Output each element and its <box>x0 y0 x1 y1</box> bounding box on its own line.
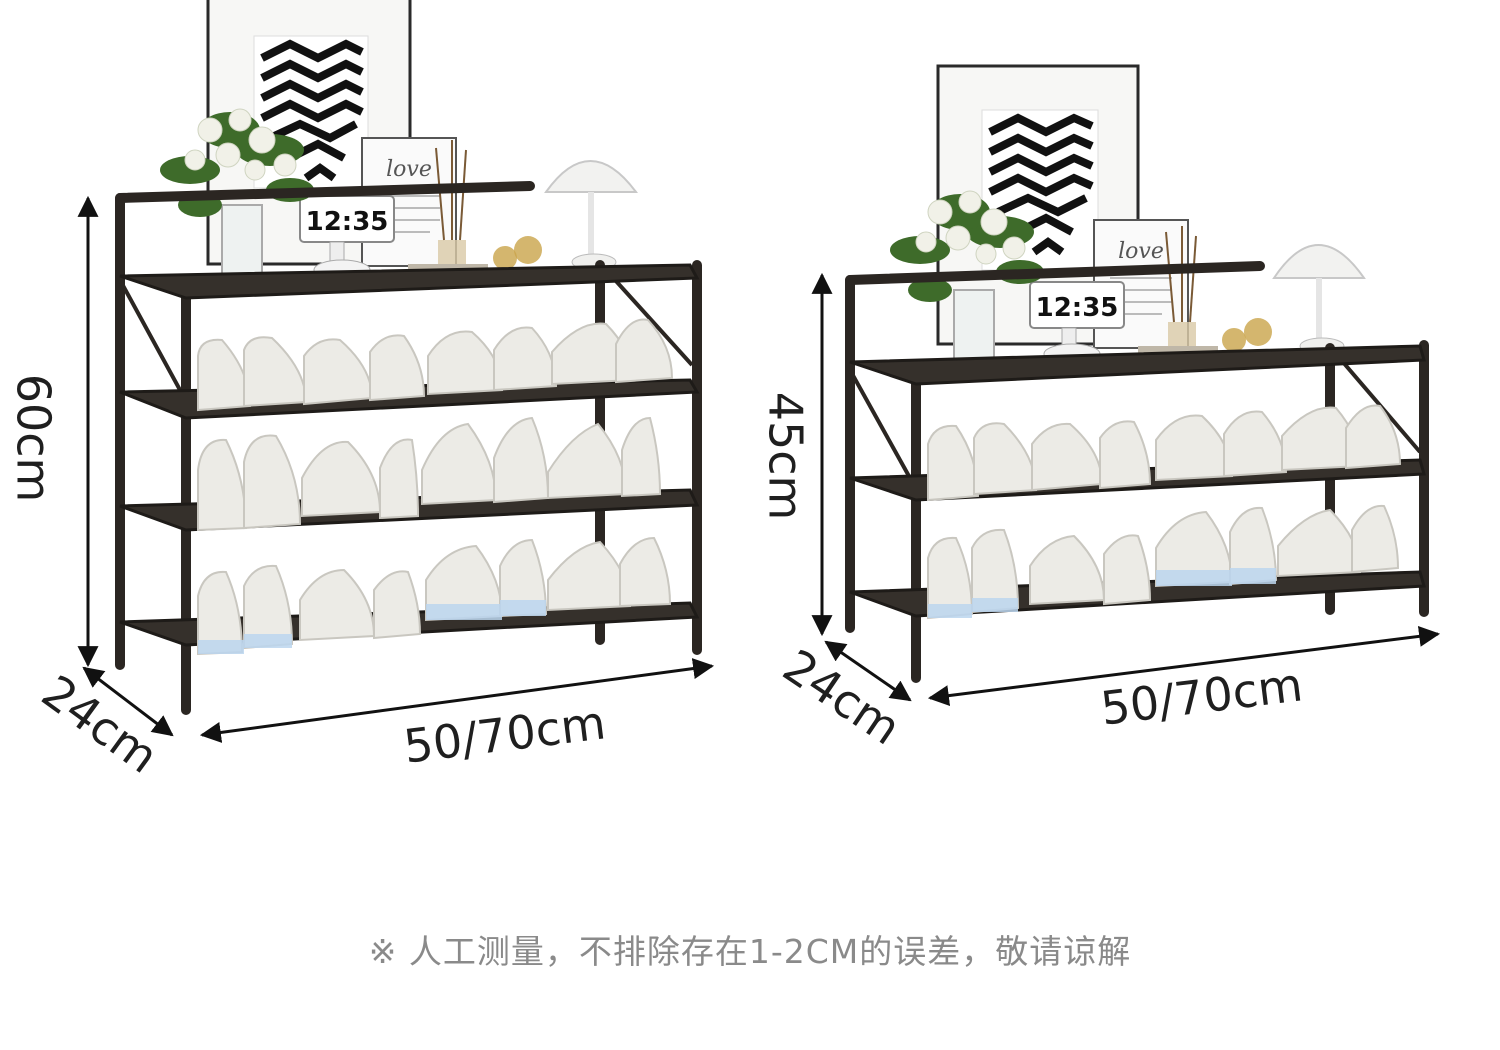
diffuser-left <box>408 140 542 272</box>
height-label-left: 60cm <box>7 374 61 503</box>
mushroom-lamp-left <box>544 160 638 271</box>
shoes-right <box>927 404 1402 620</box>
three-tier-rack: love 12:35 <box>759 64 1441 756</box>
shoe-soles-right <box>928 568 1276 618</box>
flower-vase-right <box>890 190 1044 371</box>
dimension-arrows-left <box>77 195 715 743</box>
svg-text:12:35: 12:35 <box>306 207 389 237</box>
shoe-soles-left <box>198 600 546 654</box>
flip-clock-right: 12:35 <box>1029 281 1125 365</box>
height-label-right: 45cm <box>759 392 813 521</box>
mushroom-lamp-right <box>1272 244 1366 355</box>
measurement-disclaimer: ※ 人工测量，不排除存在1-2CM的误差，敬请谅解 <box>368 932 1132 971</box>
flower-vase-left <box>160 108 314 286</box>
diffuser-right <box>1138 226 1272 354</box>
shoes-left <box>197 318 674 656</box>
four-tier-rack: love 12:35 <box>7 0 715 784</box>
depth-label-right: 24cm <box>774 639 911 756</box>
width-label-right: 50/70cm <box>1098 657 1306 735</box>
depth-label-left: 24cm <box>32 665 168 784</box>
width-label-left: 50/70cm <box>401 695 609 773</box>
dimension-arrows-right <box>811 272 1441 707</box>
svg-text:love: love <box>1118 239 1164 264</box>
svg-text:12:35: 12:35 <box>1036 293 1119 323</box>
flip-clock-left: 12:35 <box>299 195 395 281</box>
svg-text:love: love <box>386 157 432 182</box>
